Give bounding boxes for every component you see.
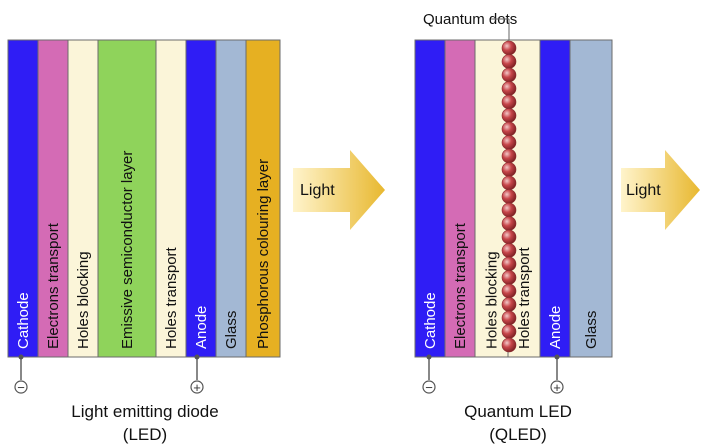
led-light-label: Light [300, 182, 335, 199]
quantum-dot [501, 148, 517, 164]
qled-layer-label-electrons-transport: Electrons transport [452, 222, 469, 349]
quantum-dot [501, 40, 517, 56]
led-layer-holes-blocking [67, 39, 99, 358]
quantum-dot [501, 54, 517, 69]
led-layer-cathode [7, 39, 39, 358]
quantum-dot [501, 283, 517, 299]
qled-terminals: − + [422, 354, 564, 395]
led-layer-label-holes-blocking: Holes blocking [75, 251, 92, 349]
quantum-dot [501, 108, 517, 123]
quantum-dot [501, 256, 517, 272]
quantum-dot [501, 81, 517, 96]
quantum-dot [501, 94, 517, 110]
led-light-arrow: Light [293, 150, 385, 230]
qled-layer-label-anode: Anode [547, 306, 564, 349]
quantum-dots-column [501, 40, 517, 353]
quantum-dot [501, 202, 517, 218]
led-layer-label-electrons-transport: Electrons transport [45, 222, 62, 349]
led-layer-label-emissive-semiconductor-layer: Emissive semiconductor layer [119, 151, 136, 349]
led-layer-label-cathode: Cathode [15, 292, 32, 349]
led-caption-subtitle: (LED) [123, 425, 167, 444]
quantum-dot [501, 337, 517, 353]
quantum-dot [501, 270, 517, 285]
qled-caption-title: Quantum LED [464, 402, 572, 421]
quantum-dot [501, 229, 517, 245]
quantum-dot [501, 121, 517, 137]
led-layer-glass [215, 39, 247, 358]
led-layer-emissive-semiconductor-layer [97, 39, 157, 358]
anode-terminal-plus [190, 380, 204, 394]
led-plus-symbol: + [193, 380, 201, 395]
led-terminals: − + [14, 354, 204, 395]
led-layer-label-anode: Anode [193, 306, 210, 349]
qled-anode-terminal-plus [550, 380, 564, 394]
qled-layer-glass [569, 39, 613, 358]
qled-layer-label-holes-transport: Holes transport [516, 246, 533, 349]
led-layer-label-phosphorous-colouring-layer: Phosphorous colouring layer [255, 159, 272, 349]
led-layer-label-holes-transport: Holes transport [163, 246, 180, 349]
led-layer-phosphorous-colouring-layer [245, 39, 281, 358]
quantum-dot [501, 67, 517, 83]
qled-layer-label-holes-blocking: Holes blocking [484, 251, 501, 349]
quantum-dot [501, 135, 517, 150]
quantum-dot [501, 175, 517, 191]
quantum-dot [501, 243, 517, 258]
quantum-dot [501, 310, 517, 326]
led-layer-label-glass: Glass [223, 311, 240, 349]
qled-layer-cathode [414, 39, 446, 358]
qled-light-arrow: Light [621, 150, 700, 230]
qled-cathode-terminal-minus [422, 380, 436, 394]
led-layer-stack: Cathode Electrons transport Holes blocking… [7, 39, 281, 358]
quantum-dot [501, 216, 517, 231]
quantum-dot [501, 162, 517, 177]
cathode-terminal-minus [14, 380, 28, 394]
qled-plus-symbol: + [553, 380, 561, 395]
led-layer-holes-transport [155, 39, 187, 358]
led-caption-title: Light emitting diode [71, 402, 218, 421]
qled-minus-symbol: − [425, 380, 433, 395]
qled-layer-label-cathode: Cathode [422, 292, 439, 349]
quantum-dot [501, 324, 517, 339]
led-minus-symbol: − [17, 380, 25, 395]
quantum-dot [501, 297, 517, 312]
quantum-dots-label: Quantum dots [423, 11, 517, 28]
qled-layer-label-glass: Glass [583, 311, 600, 349]
quantum-dot [501, 189, 517, 204]
quantum-dots-callout: Quantum dots [423, 11, 517, 40]
qled-caption-subtitle: (QLED) [489, 425, 547, 444]
qled-light-label: Light [626, 182, 661, 199]
led-layer-anode [185, 39, 217, 358]
led-layer-electrons-transport [37, 39, 69, 358]
qled-layer-stack: Cathode Electrons transport Holes blocking… [414, 39, 613, 358]
